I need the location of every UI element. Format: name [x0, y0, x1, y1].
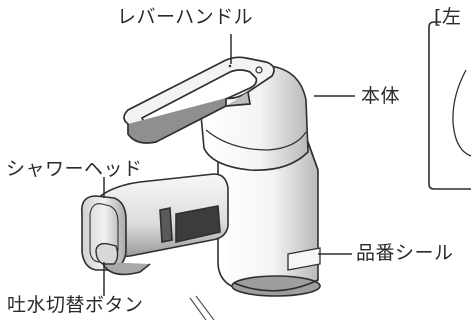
spout-switch-button-label: 吐水切替ボタン [7, 294, 144, 316]
body-label: 本体 [361, 85, 401, 107]
leader-lines [103, 34, 355, 296]
spout-switch-button-shape [95, 242, 119, 265]
shower-head-shape [95, 173, 229, 258]
part-number-seal-shape [287, 247, 321, 271]
inset-frame [428, 21, 471, 190]
lever-handle-shape [123, 56, 275, 144]
partial-arrow [189, 295, 215, 320]
lever-handle-label: レバーハンドル [117, 6, 254, 28]
part-number-seal-label: 品番シール [356, 242, 454, 264]
inset-title: [左 [434, 6, 462, 28]
shower-head-label: シャワーヘッド [6, 158, 143, 180]
